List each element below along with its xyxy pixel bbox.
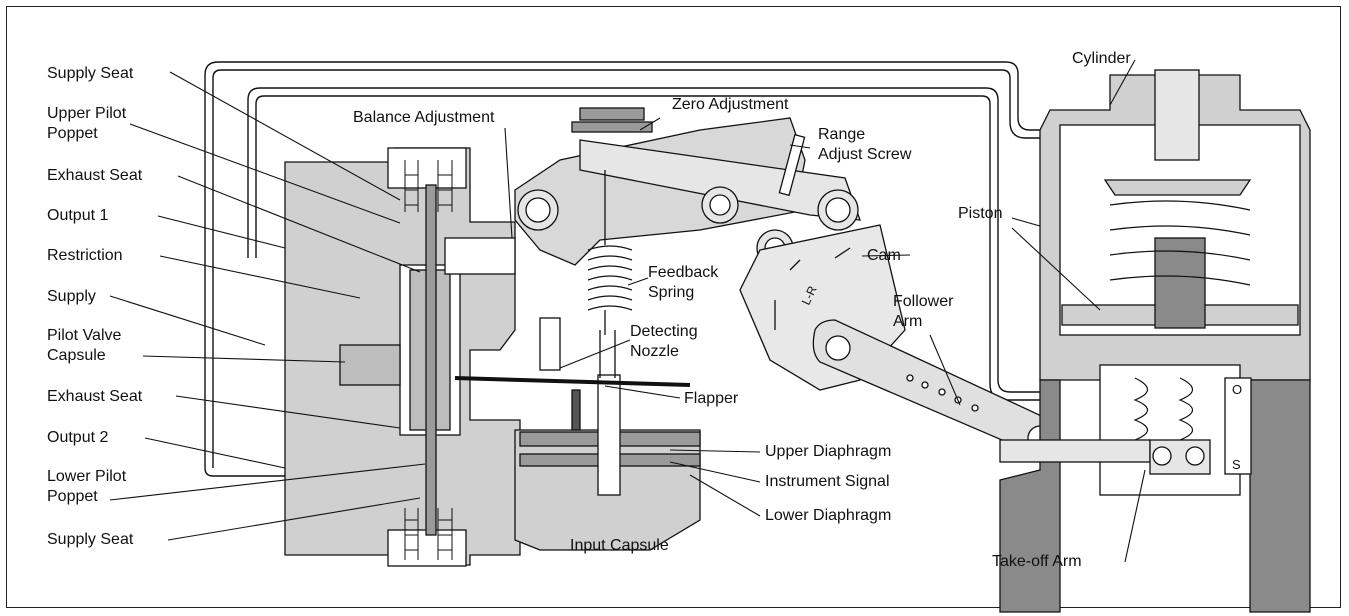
label-restriction: Restriction — [47, 247, 123, 264]
label-cylinder: Cylinder — [1072, 50, 1131, 67]
label-lower-diaphragm: Lower Diaphragm — [765, 507, 892, 524]
pilot-valve-body — [284, 147, 561, 567]
label-exhaust-seat-bottom: Exhaust Seat — [47, 388, 143, 405]
feedback-spring — [587, 170, 633, 335]
label-exhaust-seat-top: Exhaust Seat — [47, 167, 143, 184]
tubing-outer — [204, 61, 1046, 468]
scale-bottom-label: S — [1232, 457, 1241, 472]
follower-arm — [812, 319, 1060, 455]
label-feedback-spring: Feedback Spring — [648, 264, 719, 301]
label-supply: Supply — [47, 288, 96, 305]
label-pilot-valve-capsule: Pilot Valve Capsule — [47, 327, 122, 364]
adjustment-assembly — [514, 107, 861, 267]
label-cam: Cam — [867, 247, 901, 264]
label-zero-adjustment: Zero Adjustment — [672, 96, 789, 113]
flapper-bar — [454, 376, 691, 387]
label-lower-pilot-poppet: Lower Pilot Poppet — [47, 468, 127, 505]
label-balance-adjustment: Balance Adjustment — [353, 109, 495, 126]
label-follower-arm: Follower Arm — [893, 293, 954, 330]
scale-top-label: O — [1232, 382, 1243, 397]
leader-lines — [109, 59, 1146, 563]
tubing-inner — [247, 87, 1046, 393]
label-input-capsule: Input Capsule — [570, 537, 669, 554]
label-supply-seat-top: Supply Seat — [47, 65, 134, 82]
tubing-bottom — [204, 467, 300, 477]
label-instrument-signal: Instrument Signal — [765, 473, 890, 490]
label-detecting-nozzle: Detecting Nozzle — [630, 323, 698, 360]
cylinder-body — [999, 69, 1311, 613]
label-upper-pilot-poppet: Upper Pilot Poppet — [47, 105, 127, 142]
label-range-adjust-screw: Range Adjust Screw — [818, 126, 912, 163]
label-take-off-arm: Take-off Arm — [992, 553, 1082, 570]
label-supply-seat-bottom: Supply Seat — [47, 531, 134, 548]
input-capsule-body — [514, 330, 701, 551]
label-output-2: Output 2 — [47, 429, 109, 446]
cylinder-spring — [1109, 200, 1251, 441]
label-upper-diaphragm: Upper Diaphragm — [765, 443, 892, 460]
label-piston: Piston — [958, 205, 1003, 222]
label-output-1: Output 1 — [47, 207, 109, 224]
label-flapper: Flapper — [684, 390, 739, 407]
tubing-outer-inner — [212, 69, 1046, 468]
